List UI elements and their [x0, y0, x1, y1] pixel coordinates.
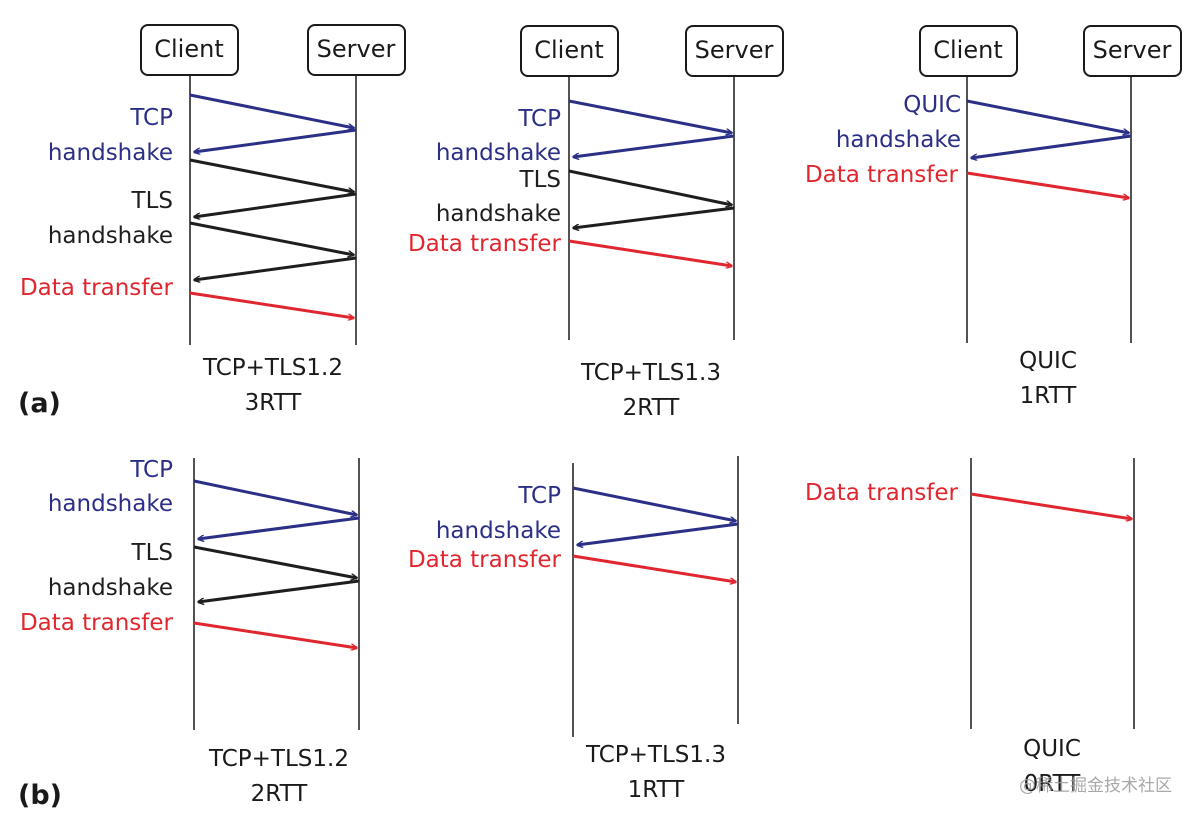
tls-arrow-1 — [189, 158, 354, 192]
step-label: Data transfer — [408, 547, 562, 573]
diagram-caption: TCP+TLS1.3 — [585, 742, 726, 768]
step-label: Data transfer — [20, 275, 174, 301]
tcp-syn-arrow — [568, 99, 732, 133]
tls-arrow-2 — [194, 192, 357, 217]
client-node-label: Client — [534, 36, 603, 64]
diagram-caption-rtt: 2RTT — [251, 781, 309, 807]
step-label: TLS — [131, 188, 173, 214]
diagram-caption-rtt: 2RTT — [623, 395, 681, 421]
step-label: handshake — [436, 518, 561, 544]
client-node-label: Client — [933, 36, 1002, 64]
diagram-caption: TCP+TLS1.2 — [208, 746, 349, 772]
tls-arrow-1 — [193, 545, 357, 578]
data-transfer-arrow — [966, 171, 1129, 198]
diagram-a1: Client Server TCP handshake TLS handshak… — [20, 24, 406, 416]
tcp-syn-arrow — [193, 479, 357, 515]
step-label: handshake — [48, 575, 173, 601]
server-node-label: Server — [1093, 36, 1172, 64]
step-label: TCP — [517, 483, 561, 509]
step-label: handshake — [48, 223, 173, 249]
diagram-caption-rtt: 1RTT — [628, 777, 686, 803]
tls-arrow-3 — [189, 221, 354, 255]
step-label: TLS — [131, 540, 173, 566]
panel-label-a: (a) — [18, 388, 61, 419]
tcp-synack-arrow — [577, 522, 739, 545]
step-label: handshake — [836, 127, 961, 153]
tcp-syn-arrow — [189, 93, 354, 128]
diagram-a2: Client Server TCP handshake TLS handshak… — [408, 25, 784, 421]
diagram-caption: QUIC — [1019, 348, 1077, 374]
diagram-caption-rtt: 0RTT — [1024, 771, 1082, 797]
tcp-synack-arrow — [198, 516, 360, 539]
diagram-b3: Data transfer QUIC 0RTT — [805, 458, 1135, 797]
step-label: Data transfer — [408, 231, 562, 257]
client-node-box — [919, 25, 1018, 77]
tcp-syn-arrow — [572, 486, 736, 521]
panel-label-b: (b) — [18, 780, 62, 811]
tls-arrow-1 — [568, 169, 732, 205]
step-label: handshake — [48, 140, 173, 166]
diagram-b2: TCP handshake Data transfer TCP+TLS1.3 1… — [408, 456, 739, 803]
step-label: Data transfer — [20, 610, 174, 636]
server-node-label: Server — [695, 36, 774, 64]
client-node-label: Client — [154, 35, 223, 63]
server-node-label: Server — [317, 35, 396, 63]
data-transfer-arrow — [568, 239, 732, 266]
diagram-caption-rtt: 3RTT — [245, 390, 303, 416]
data-transfer-arrow — [572, 554, 736, 582]
step-label: TCP — [129, 105, 173, 131]
step-label: Data transfer — [805, 162, 959, 188]
diagram-a3: Client Server QUIC handshake Data transf… — [805, 25, 1182, 409]
step-label: TCP — [517, 106, 561, 132]
step-label: TLS — [519, 167, 561, 193]
data-transfer-arrow — [189, 291, 354, 318]
step-label: Data transfer — [805, 480, 959, 506]
quic-handshake-reply-arrow — [971, 134, 1132, 158]
diagram-caption: TCP+TLS1.2 — [202, 355, 343, 381]
tcp-synack-arrow — [573, 134, 735, 157]
step-label: QUIC — [903, 92, 961, 118]
diagram-caption-rtt: 1RTT — [1020, 383, 1078, 409]
server-node-box — [1083, 25, 1182, 77]
tcp-synack-arrow — [194, 128, 357, 152]
step-label: handshake — [436, 140, 561, 166]
tls-arrow-2 — [198, 579, 360, 602]
quic-handshake-arrow — [966, 99, 1129, 133]
diagram-caption: QUIC — [1023, 736, 1081, 762]
data-transfer-arrow — [970, 492, 1132, 519]
step-label: TCP — [129, 457, 173, 483]
step-label: handshake — [436, 201, 561, 227]
diagram-caption: TCP+TLS1.3 — [580, 360, 721, 386]
tls-arrow-4 — [194, 256, 357, 280]
watermark-text: @稀土掘金技术社区 — [1019, 776, 1172, 796]
tls-arrow-2 — [573, 206, 735, 228]
data-transfer-arrow — [193, 621, 357, 648]
step-label: handshake — [48, 491, 173, 517]
diagram-b1: TCP handshake TLS handshake Data transfe… — [20, 457, 360, 807]
